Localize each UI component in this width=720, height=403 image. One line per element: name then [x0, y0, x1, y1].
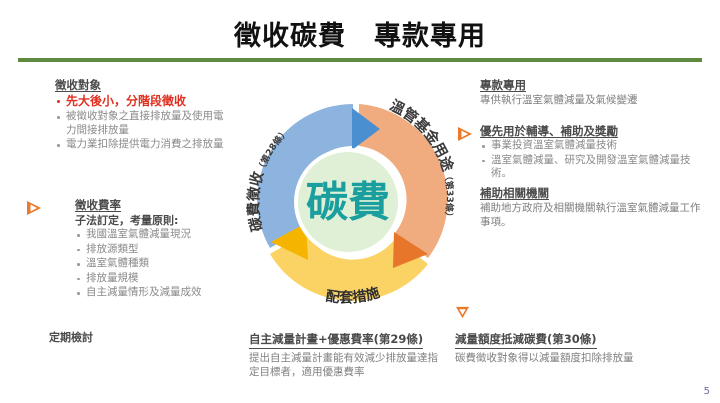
block-fee-rate: 徵收費率 子法訂定，考量原則: 我國溫室氣體減量現況 排放源類型 溫室氣體種類 …	[49, 198, 234, 301]
chevron-marker-icon	[27, 201, 41, 215]
heading-collection-target: 徵收對象	[55, 78, 101, 92]
priority-use-bullets: 事業投資溫室氣體減量技術 溫室氣體減量、研究及開發溫室氣體減量技術。	[480, 139, 702, 181]
chevron-marker-icon	[458, 127, 472, 141]
heading-voluntary-reduction: 自主減量計畫+優惠費率(第29條)	[249, 328, 424, 349]
heading-agency-subsidy: 補助相關機關	[480, 186, 549, 200]
list-item: 自主減量情形及減量成效	[75, 286, 234, 300]
segment-fund-use	[359, 104, 448, 258]
amber-arrow-icon	[271, 223, 308, 260]
heading-voluntary-reduction-article: (第29條)	[373, 332, 424, 346]
page-number: 5	[703, 386, 710, 397]
block-agency-subsidy: 補助相關機關 補助地方政府及相關機關執行溫室氣體減量工作事項。	[480, 186, 702, 229]
list-item: 被徵收對象之直接排放量及使用電力間接排放量	[55, 110, 230, 137]
block-offset-credit: 減量額度抵減碳費(第30條) 碳費徵收對象得以減量額度扣除排放量	[455, 328, 695, 365]
block-priority-use: 優先用於輔導、補助及獎勵 事業投資溫室氣體減量技術 溫室氣體減量、研究及開發溫室…	[480, 124, 702, 182]
list-item: 排放源類型	[75, 243, 234, 257]
heading-periodic-review: 定期檢討	[49, 331, 93, 344]
diagram-center-label: 碳費	[306, 178, 390, 227]
carbon-fee-cycle-diagram: 碳費徵收（第28條） 溫管基金用途（第33條） 配套措施 碳費	[228, 72, 478, 332]
segment-measures	[270, 233, 428, 301]
collection-target-highlight-list: 先大後小，分階段徵收	[55, 93, 230, 109]
segment-collection	[257, 104, 353, 248]
list-item: 溫室氣體種類	[75, 257, 234, 271]
heading-fee-rate: 徵收費率	[75, 198, 121, 212]
list-item: 我國溫室氣體減量現況	[75, 228, 234, 242]
block-collection-target: 徵收對象 先大後小，分階段徵收 被徵收對象之直接排放量及使用電力間接排放量 電力…	[55, 78, 230, 153]
heading-offset-credit-text: 減量額度抵減碳費	[455, 332, 547, 346]
heading-offset-credit-article: (第30條)	[547, 332, 597, 346]
heading-offset-credit: 減量額度抵減碳費(第30條)	[455, 328, 597, 349]
heading-earmarked-fund: 專款專用	[480, 78, 526, 92]
page-title: 徵收碳費 專款專用	[234, 21, 486, 52]
list-item: 事業投資溫室氣體減量技術	[480, 139, 702, 153]
blue-arrow-icon	[352, 108, 380, 150]
voluntary-reduction-body: 提出自主減量計畫能有效減少排放量達指定目標者，適用優惠費率	[249, 352, 438, 378]
offset-credit-body: 碳費徵收對象得以減量額度扣除排放量	[455, 352, 634, 364]
heading-priority-use: 優先用於輔導、補助及獎勵	[480, 124, 618, 138]
list-item: 電力業扣除提供電力消費之排放量	[55, 138, 230, 152]
title-divider	[18, 58, 702, 62]
collection-target-bullets: 被徵收對象之直接排放量及使用電力間接排放量 電力業扣除提供電力消費之排放量	[55, 110, 230, 152]
block-voluntary-reduction: 自主減量計畫+優惠費率(第29條) 提出自主減量計畫能有效減少排放量達指定目標者…	[249, 328, 445, 379]
diagram-center-circle	[298, 152, 398, 252]
list-item: 溫室氣體減量、研究及開發溫室氣體減量技術。	[480, 154, 702, 181]
block-earmarked-fund: 專款專用 專供執行溫室氣體減量及氣候變遷	[480, 78, 702, 107]
earmarked-fund-body: 專供執行溫室氣體減量及氣候變遷	[480, 94, 638, 106]
triangle-down-marker-icon	[456, 306, 469, 319]
list-item: 先大後小，分階段徵收	[55, 93, 230, 109]
list-item: 排放量規模	[75, 272, 234, 286]
orange-arrow-icon	[393, 232, 428, 268]
heading-voluntary-reduction-text: 自主減量計畫+優惠費率	[249, 332, 374, 346]
fee-rate-bullets: 我國溫室氣體減量現況 排放源類型 溫室氣體種類 排放量規模 自主減量情形及減量成…	[75, 228, 234, 300]
agency-subsidy-body: 補助地方政府及相關機關執行溫室氣體減量工作事項。	[480, 202, 701, 228]
fee-rate-subheading: 子法訂定，考量原則:	[75, 214, 179, 227]
block-periodic-review: 定期檢討	[49, 330, 209, 345]
